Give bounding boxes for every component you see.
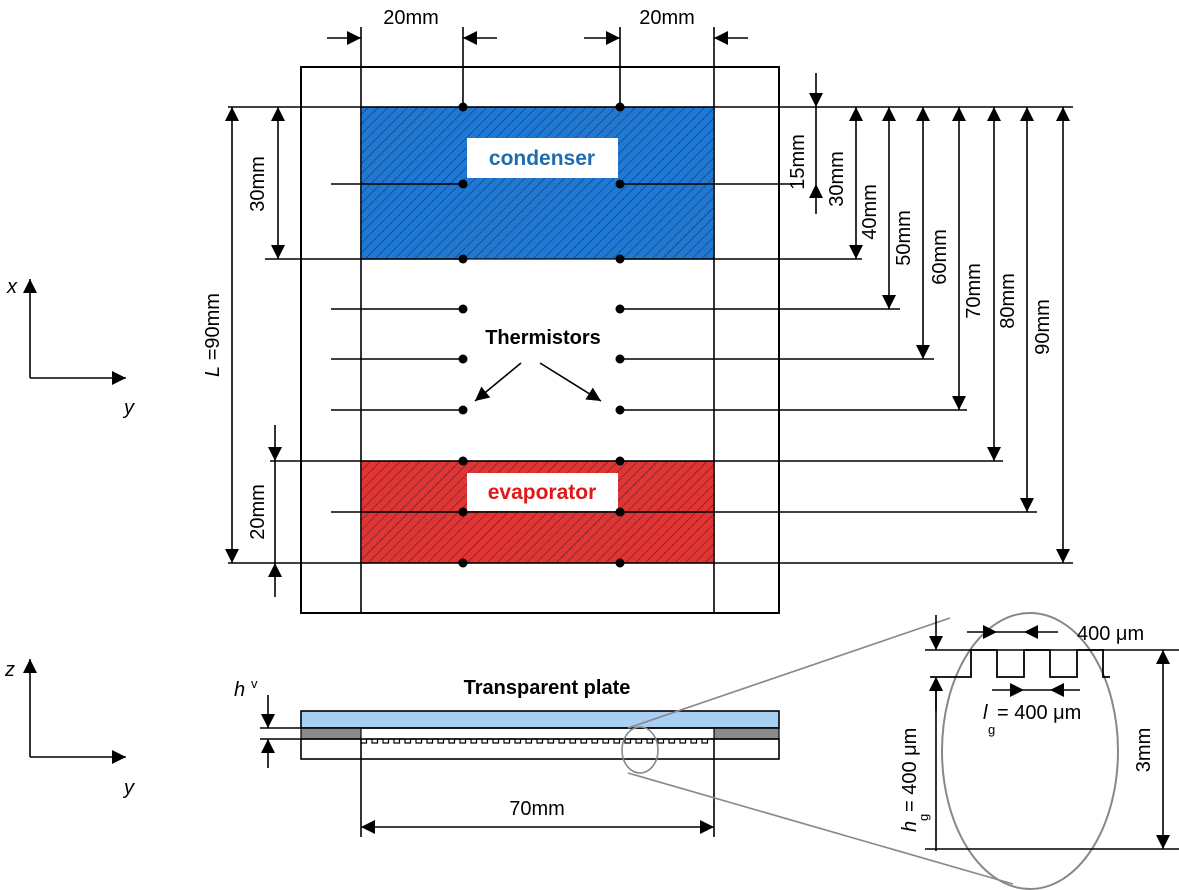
dim-60mm: 60mm — [929, 229, 951, 285]
thermistor — [615, 558, 625, 568]
thermistors-label: Thermistors — [485, 327, 601, 349]
lg-symbol: l — [983, 702, 988, 724]
lg-subscript: g — [988, 722, 995, 737]
thermistor — [458, 102, 468, 112]
condenser-label: condenser — [489, 147, 595, 170]
detail-callout — [621, 726, 659, 774]
hv-dimension — [260, 695, 301, 768]
thermistor — [615, 179, 625, 189]
dim-40mm: 40mm — [859, 184, 881, 240]
detail-view — [627, 612, 1179, 890]
thermistor — [458, 558, 468, 568]
thermistor — [615, 354, 625, 364]
dim-30mm: 30mm — [826, 151, 848, 207]
thermistor — [458, 254, 468, 264]
axes-zy — [23, 659, 126, 764]
base-plate — [300, 738, 780, 760]
condenser-length-label: 30mm — [247, 156, 269, 212]
axis-y2-label: y — [122, 777, 135, 799]
thermistor — [615, 456, 625, 466]
thermistor-pointer-right — [539, 362, 602, 402]
axis-z-label: z — [4, 659, 15, 681]
top-dim-right: 20mm — [639, 7, 695, 29]
axes-xy — [23, 279, 126, 385]
dim-70mm: 70mm — [963, 263, 985, 319]
thermistor — [458, 405, 468, 415]
thermistor-pointer-left — [474, 362, 522, 402]
svg-text:v: v — [251, 676, 258, 691]
thermistor-lines — [228, 27, 1073, 564]
thermistor — [615, 405, 625, 415]
spacer-left — [300, 727, 362, 740]
svg-text:g: g — [988, 722, 995, 737]
pitch-label: 400 μm — [1077, 623, 1144, 645]
thermistor — [615, 254, 625, 264]
svg-text:L =90mm: L =90mm — [202, 293, 224, 377]
total-length-label: L =90mm — [202, 293, 224, 377]
width-dimension — [360, 739, 715, 837]
detail-ellipse — [941, 612, 1119, 890]
thermistor — [615, 102, 625, 112]
thermistor — [458, 179, 468, 189]
condenser-zone: condenser — [360, 106, 715, 260]
height-label: 3mm — [1133, 728, 1155, 772]
dim-15mm: 15mm — [787, 134, 809, 190]
hg-symbol: h — [899, 821, 921, 832]
transparent-plate — [300, 710, 780, 729]
hv-symbol: h — [234, 679, 245, 701]
svg-text:g: g — [916, 814, 931, 821]
axis-x-label: x — [6, 276, 18, 298]
svg-text:h: h — [234, 679, 245, 701]
dim-80mm: 80mm — [997, 273, 1019, 329]
right-dimensions — [809, 73, 1070, 563]
left-dimensions — [225, 107, 285, 597]
svg-text:l: l — [983, 702, 988, 724]
hg-value: = 400 μm — [899, 728, 921, 812]
thermistor — [458, 507, 468, 517]
thermistor — [615, 507, 625, 517]
svg-text:= 400 μm: = 400 μm — [997, 702, 1081, 724]
top-dim-left: 20mm — [383, 7, 439, 29]
right-dimension-labels: 15mm 30mm 40mm 50mm 60mm 70mm 80mm 90mm — [787, 134, 1054, 355]
top-dimensions — [327, 27, 748, 67]
evaporator-length-label: 20mm — [247, 484, 269, 540]
hg-subscript: g — [916, 814, 931, 821]
lg-value: = 400 μm — [997, 702, 1081, 724]
dim-90mm: 90mm — [1032, 299, 1054, 355]
outer-plate — [300, 66, 780, 614]
thermistor — [458, 304, 468, 314]
evaporator-label: evaporator — [488, 481, 597, 504]
thermistor — [458, 354, 468, 364]
thermistor — [458, 456, 468, 466]
axis-y-label: y — [122, 397, 135, 419]
side-view — [300, 710, 780, 774]
thermistor-dots — [458, 102, 625, 568]
spacer-right — [713, 727, 780, 740]
thermistor — [615, 304, 625, 314]
svg-text:= 400 μm: = 400 μm — [899, 728, 921, 812]
length-symbol: L — [202, 366, 224, 377]
hv-subscript: v — [251, 676, 258, 691]
length-value: =90mm — [202, 293, 224, 366]
dim-50mm: 50mm — [893, 210, 915, 266]
width-label: 70mm — [509, 798, 565, 820]
svg-text:h: h — [899, 821, 921, 832]
transparent-plate-label: Transparent plate — [464, 677, 631, 699]
